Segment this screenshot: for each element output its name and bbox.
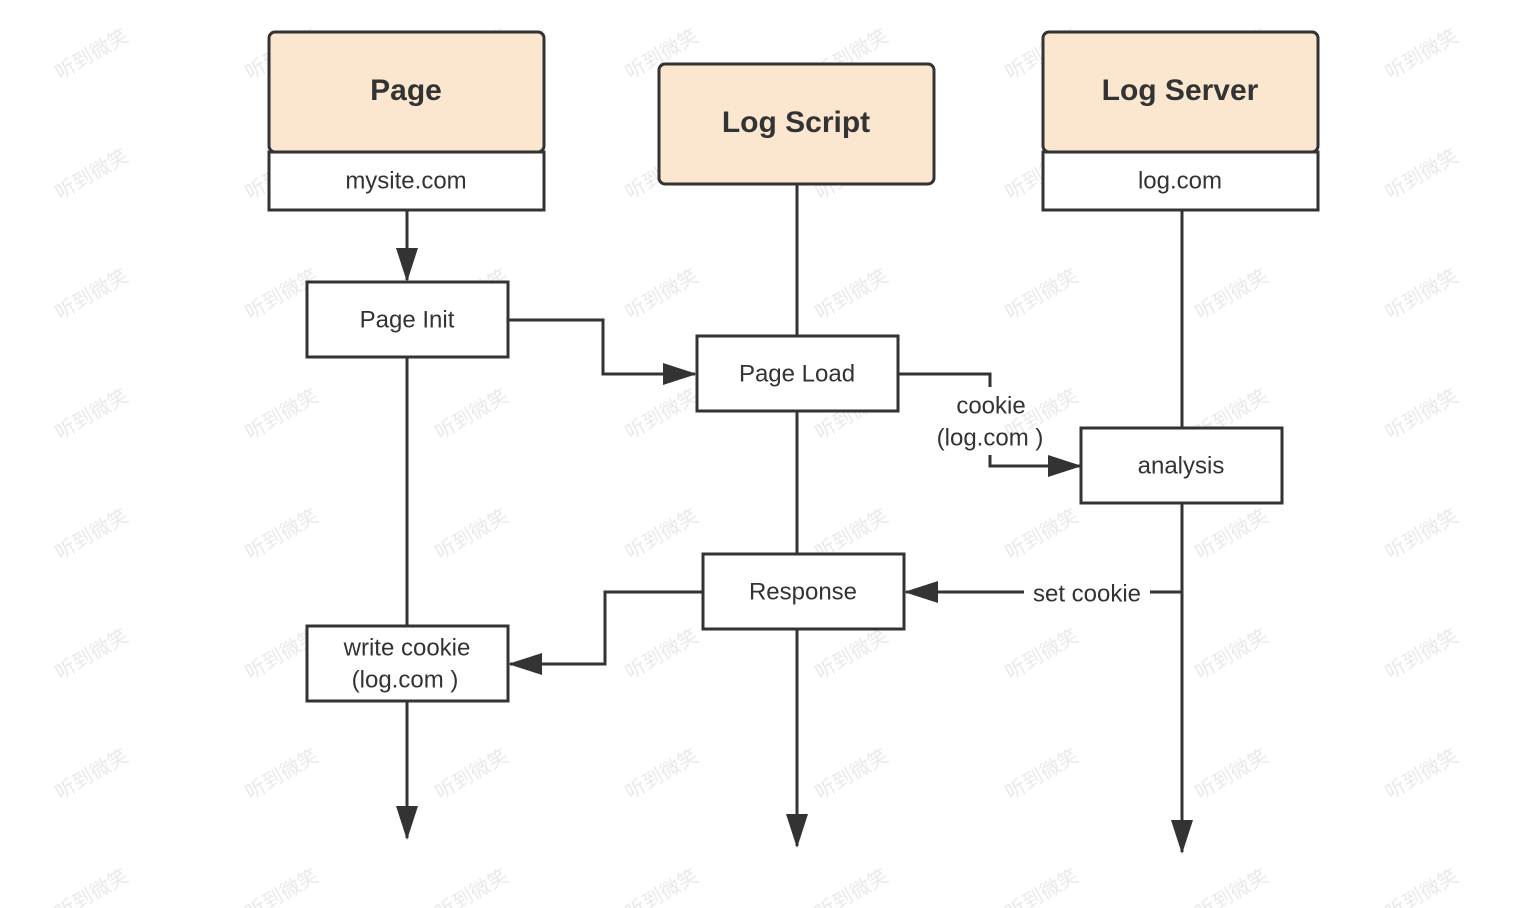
lane-page: Page mysite.com	[267, 30, 546, 212]
page-header-title: Page	[370, 74, 442, 107]
watermark-text: 听到微笑	[1381, 624, 1462, 685]
watermark-text: 听到微笑	[1381, 504, 1462, 565]
lane-log-script: Log Script	[657, 62, 936, 186]
watermark-text: 听到微笑	[1381, 744, 1462, 805]
watermark-text: 听到微笑	[811, 864, 892, 908]
page-init-box	[305, 280, 510, 359]
watermark-text: 听到微笑	[1191, 504, 1272, 565]
log-server-subtitle: log.com	[1138, 167, 1222, 194]
response-label: Response	[749, 578, 857, 605]
analysis-box	[1079, 426, 1284, 505]
watermark-text: 听到微笑	[621, 384, 702, 445]
watermark-text: 听到微笑	[1191, 264, 1272, 325]
page-init-label: Page Init	[360, 306, 455, 333]
step-write-cookie: write cookie (log.com )	[305, 624, 510, 703]
watermark-text: 听到微笑	[1001, 504, 1082, 565]
analysis-label: analysis	[1138, 452, 1225, 479]
watermark-text: 听到微笑	[51, 384, 132, 445]
watermark-text: 听到微笑	[51, 264, 132, 325]
watermark-text: 听到微笑	[51, 504, 132, 565]
watermark-text: 听到微笑	[621, 864, 702, 908]
cookie-to-analysis-arrow	[988, 455, 1082, 477]
watermark-text: 听到微笑	[241, 864, 322, 908]
watermark-text: 听到微笑	[621, 504, 702, 565]
watermark-text: 听到微笑	[431, 744, 512, 805]
log-server-header-title: Log Server	[1102, 74, 1259, 107]
log-server-subtitle-box	[1041, 150, 1320, 212]
watermark-text: 听到微笑	[241, 744, 322, 805]
watermark-text: 听到微笑	[1381, 384, 1462, 445]
watermark-text: 听到微笑	[1381, 264, 1462, 325]
lane-log-server: Log Server log.com	[1041, 30, 1320, 212]
watermark-text: 听到微笑	[811, 624, 892, 685]
watermark-text: 听到微笑	[1381, 24, 1462, 85]
step-page-init: Page Init	[305, 280, 510, 359]
watermark-text: 听到微笑	[811, 744, 892, 805]
watermark-text: 听到微笑	[241, 384, 322, 445]
page-subtitle-box	[267, 150, 546, 212]
watermark-text: 听到微笑	[51, 24, 132, 85]
watermark-text: 听到微笑	[51, 744, 132, 805]
watermark-text: 听到微笑	[1001, 864, 1082, 908]
watermark-text: 听到微笑	[1191, 624, 1272, 685]
write-cookie-box	[305, 624, 510, 703]
step-page-load: Page Load	[695, 334, 900, 413]
step-response: Response	[701, 552, 906, 631]
watermark-text: 听到微笑	[431, 864, 512, 908]
watermark-text: 听到微笑	[241, 504, 322, 565]
log-script-header-box	[657, 62, 936, 186]
watermark-text: 听到微笑	[1001, 264, 1082, 325]
response-to-write-cookie-arrow	[508, 590, 702, 675]
page-load-label: Page Load	[739, 360, 855, 387]
step-analysis: analysis	[1079, 426, 1284, 505]
page-load-to-cookie-connector	[899, 372, 992, 387]
messages	[508, 318, 1182, 675]
set-cookie-edge-label: set cookie	[1033, 580, 1141, 607]
page-subtitle: mysite.com	[345, 167, 466, 194]
watermark-text: 听到微笑	[811, 264, 892, 325]
page-init-to-page-load-arrow	[509, 318, 697, 385]
watermark-text: 听到微笑	[51, 144, 132, 205]
cookie-edge-label-line1: cookie	[956, 392, 1025, 419]
log-script-header-title: Log Script	[722, 106, 870, 139]
watermark-text: 听到微笑	[431, 504, 512, 565]
watermark-text: 听到微笑	[1381, 144, 1462, 205]
watermark-text: 听到微笑	[1001, 744, 1082, 805]
watermark-text: 听到微笑	[1381, 864, 1462, 908]
watermark-text: 听到微笑	[51, 864, 132, 908]
write-cookie-label-line2: (log.com )	[352, 666, 459, 693]
watermark-text: 听到微笑	[1001, 624, 1082, 685]
edge-labels: cookie (log.com ) set cookie	[937, 392, 1141, 607]
watermark-text: 听到微笑	[621, 624, 702, 685]
lifelines	[396, 184, 1193, 854]
page-load-box	[695, 334, 900, 413]
response-box	[701, 552, 906, 631]
cookie-edge-label-line2: (log.com )	[937, 424, 1044, 451]
watermark-text: 听到微笑	[1191, 744, 1272, 805]
watermark-text: 听到微笑	[51, 624, 132, 685]
watermark-text: 听到微笑	[621, 264, 702, 325]
watermark-text: 听到微笑	[431, 384, 512, 445]
write-cookie-label-line1: write cookie	[343, 634, 471, 661]
watermark-text: 听到微笑	[621, 744, 702, 805]
watermark-text: 听到微笑	[1191, 864, 1272, 908]
